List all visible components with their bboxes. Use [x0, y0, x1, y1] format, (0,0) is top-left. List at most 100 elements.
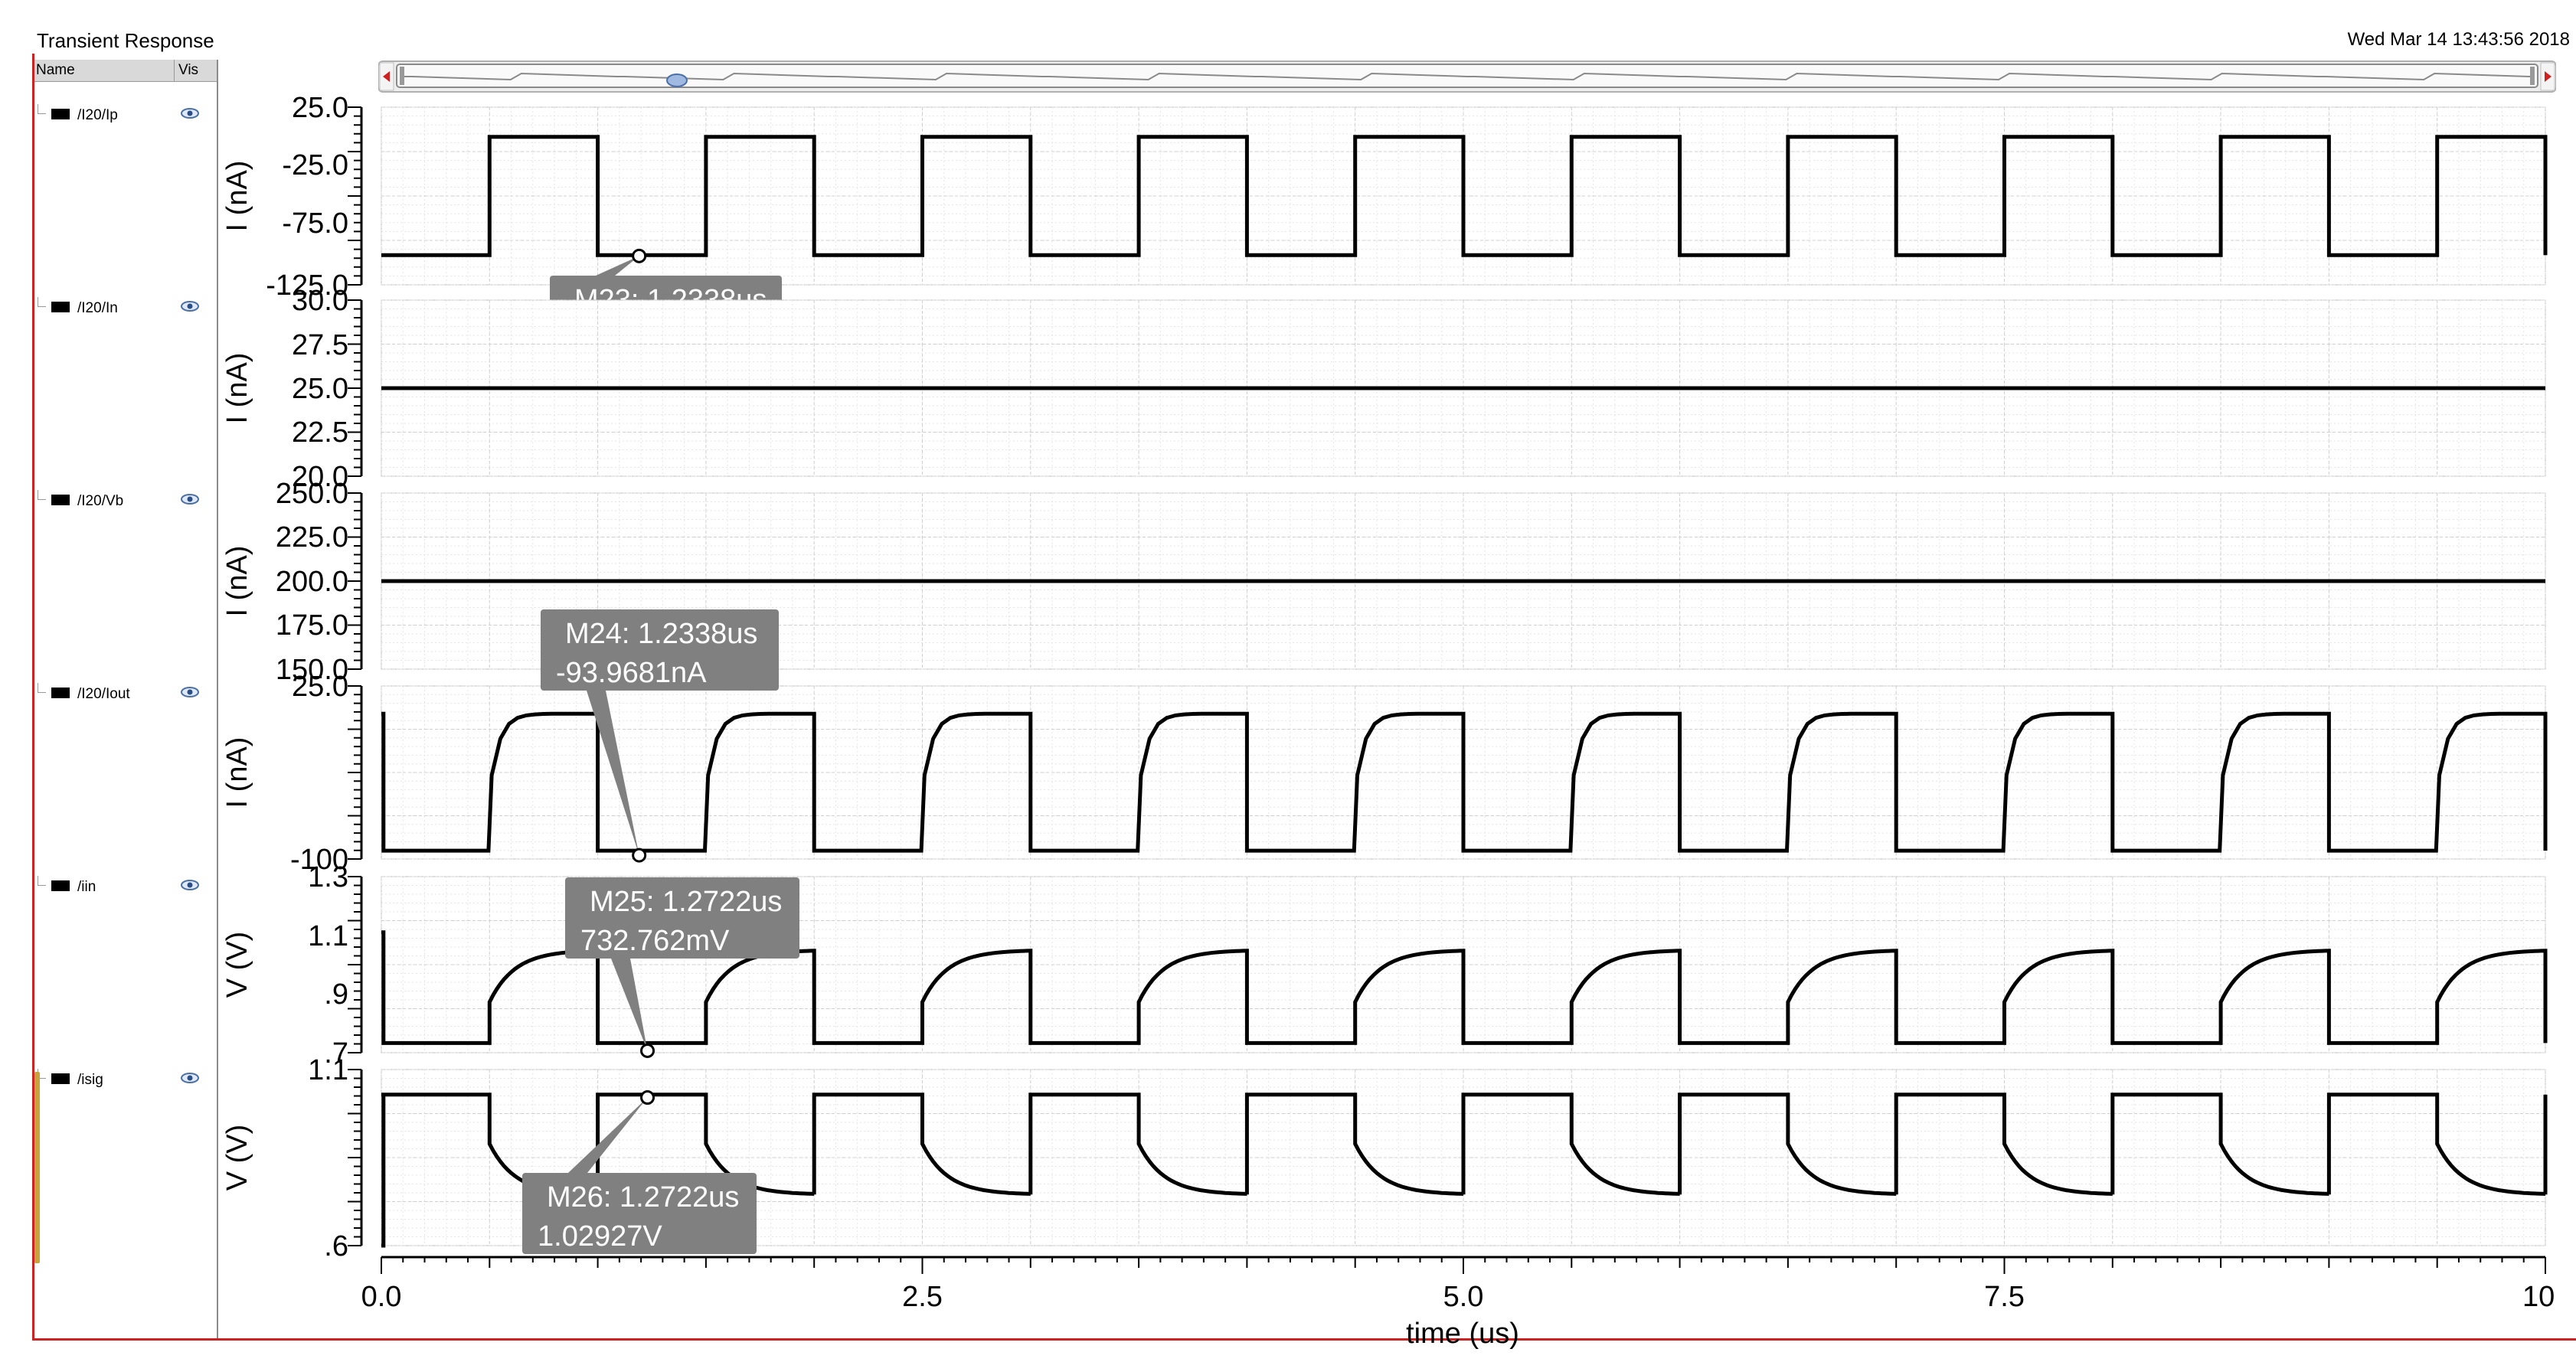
y-tick-label: 225.0 [276, 521, 348, 554]
color-swatch[interactable] [51, 880, 70, 891]
y-tick-label: 30.0 [292, 285, 348, 317]
marker-value: -93.9681nA [556, 657, 707, 689]
scroll-thumb-handle-right[interactable] [2530, 67, 2535, 85]
color-swatch[interactable] [51, 688, 70, 698]
y-tick-label: -125.0 [266, 269, 348, 302]
signal-name: /isig [77, 1072, 103, 1088]
color-swatch[interactable] [51, 1073, 70, 1084]
y-tick-label: 27.5 [292, 329, 348, 361]
tree-connector [38, 297, 46, 307]
y-axis-label: I (nA) [221, 737, 253, 808]
signal-name: /I20/Ip [77, 107, 118, 123]
tree-connector [38, 876, 46, 886]
y-axis-label: I (nA) [221, 161, 253, 232]
y-tick-label: 1.1 [308, 1054, 348, 1086]
signal-item[interactable]: /I20/Ip [34, 103, 217, 133]
eye-icon[interactable] [180, 299, 200, 314]
eye-icon[interactable] [180, 106, 200, 121]
eye-icon[interactable] [180, 1070, 200, 1086]
eye-icon[interactable] [180, 684, 200, 700]
x-tick-label: 2.5 [902, 1281, 943, 1313]
series-line [381, 711, 2548, 853]
window-title: Transient Response [37, 29, 214, 52]
marker-pointer [568, 1097, 648, 1173]
signal-list-header: Name Vis [34, 60, 217, 82]
marker-point[interactable] [632, 848, 647, 863]
x-axis-label: time (us) [1406, 1318, 1519, 1350]
marker-label: M26: 1.2722us [547, 1181, 739, 1213]
marker-point[interactable] [640, 1043, 655, 1058]
tree-connector [38, 490, 46, 500]
x-tick-label: 10 [2522, 1281, 2555, 1313]
arrow-left-icon[interactable] [379, 62, 394, 91]
panel-4: 25.0 -100 I (nA) M24: 1.2338us -93.9681nA [221, 609, 2548, 876]
y-tick-label: 20.0 [292, 461, 348, 493]
signal-item[interactable]: /iin [34, 874, 217, 905]
tree-connector [38, 104, 46, 114]
marker-point[interactable] [632, 248, 647, 263]
color-swatch[interactable] [51, 109, 70, 119]
overview-cursor-icon[interactable] [666, 73, 688, 87]
eye-icon[interactable] [180, 492, 200, 507]
y-axis-label: V (V) [221, 932, 253, 998]
x-tick-label: 0.0 [361, 1281, 402, 1313]
y-tick-label: 25.0 [292, 671, 348, 703]
x-tick-label: 7.5 [1984, 1281, 2025, 1313]
y-tick-label: 200.0 [276, 566, 348, 598]
marker-label: M25: 1.2722us [590, 886, 782, 918]
marker-pointer [587, 691, 639, 856]
y-tick-label: 22.5 [292, 416, 348, 449]
marker-label: M24: 1.2338us [565, 618, 757, 650]
y-tick-label: 175.0 [276, 609, 348, 642]
y-ticks [348, 685, 361, 860]
marker-value: 1.02927V [538, 1220, 662, 1253]
marker-value: 732.762mV [580, 925, 730, 957]
color-swatch[interactable] [51, 302, 70, 312]
y-axis-label: I (nA) [221, 546, 253, 617]
signal-item[interactable]: /I20/Vb [34, 488, 217, 519]
y-tick-label: 250.0 [276, 478, 348, 510]
y-ticks [348, 299, 361, 477]
color-swatch[interactable] [51, 495, 70, 505]
frame-border-left [32, 54, 34, 1340]
y-tick-label: 150.0 [276, 654, 348, 686]
signal-list: Name Vis /I20/Ip/I20/In/I20/Vb/I20/Iout /… [34, 60, 218, 1338]
timestamp: Wed Mar 14 13:43:56 2018 [2347, 29, 2570, 50]
series-line [381, 1093, 2548, 1248]
signal-item[interactable]: /I20/Iout [34, 681, 217, 712]
y-tick-label: 1.3 [308, 861, 348, 893]
y-axis-label: V (V) [221, 1125, 253, 1191]
scroll-thumb-handle-left[interactable] [400, 67, 404, 85]
marker-box[interactable] [565, 877, 799, 959]
column-separator[interactable] [174, 60, 175, 81]
signal-item[interactable]: /I20/In [34, 296, 217, 326]
signal-item[interactable]: /isig [34, 1067, 217, 1098]
eye-icon[interactable] [180, 877, 200, 893]
time-scrollbar[interactable] [378, 60, 2556, 95]
y-tick-label: -100 [290, 844, 348, 876]
arrow-right-icon[interactable] [2540, 62, 2555, 91]
y-ticks [348, 876, 361, 1053]
x-ticks [381, 1257, 2546, 1274]
frame-border-bottom [32, 1338, 2576, 1341]
y-tick-label: .7 [324, 1037, 348, 1070]
signal-name: /I20/Iout [77, 686, 130, 702]
y-tick-label: 1.1 [308, 920, 348, 952]
y-tick-label: -75.0 [282, 207, 348, 240]
column-header-name[interactable]: Name [36, 62, 75, 78]
y-tick-label: 25.0 [292, 92, 348, 124]
marker-box[interactable] [541, 609, 779, 691]
marker-pointer [611, 959, 648, 1051]
series-line [381, 135, 2548, 257]
y-ticks [348, 106, 361, 286]
y-ticks [348, 1069, 361, 1246]
marker-point[interactable] [640, 1090, 655, 1106]
marker-box[interactable] [522, 1173, 757, 1254]
column-header-vis[interactable]: Vis [178, 62, 199, 78]
tree-connector [38, 683, 46, 693]
y-ticks [348, 492, 361, 670]
